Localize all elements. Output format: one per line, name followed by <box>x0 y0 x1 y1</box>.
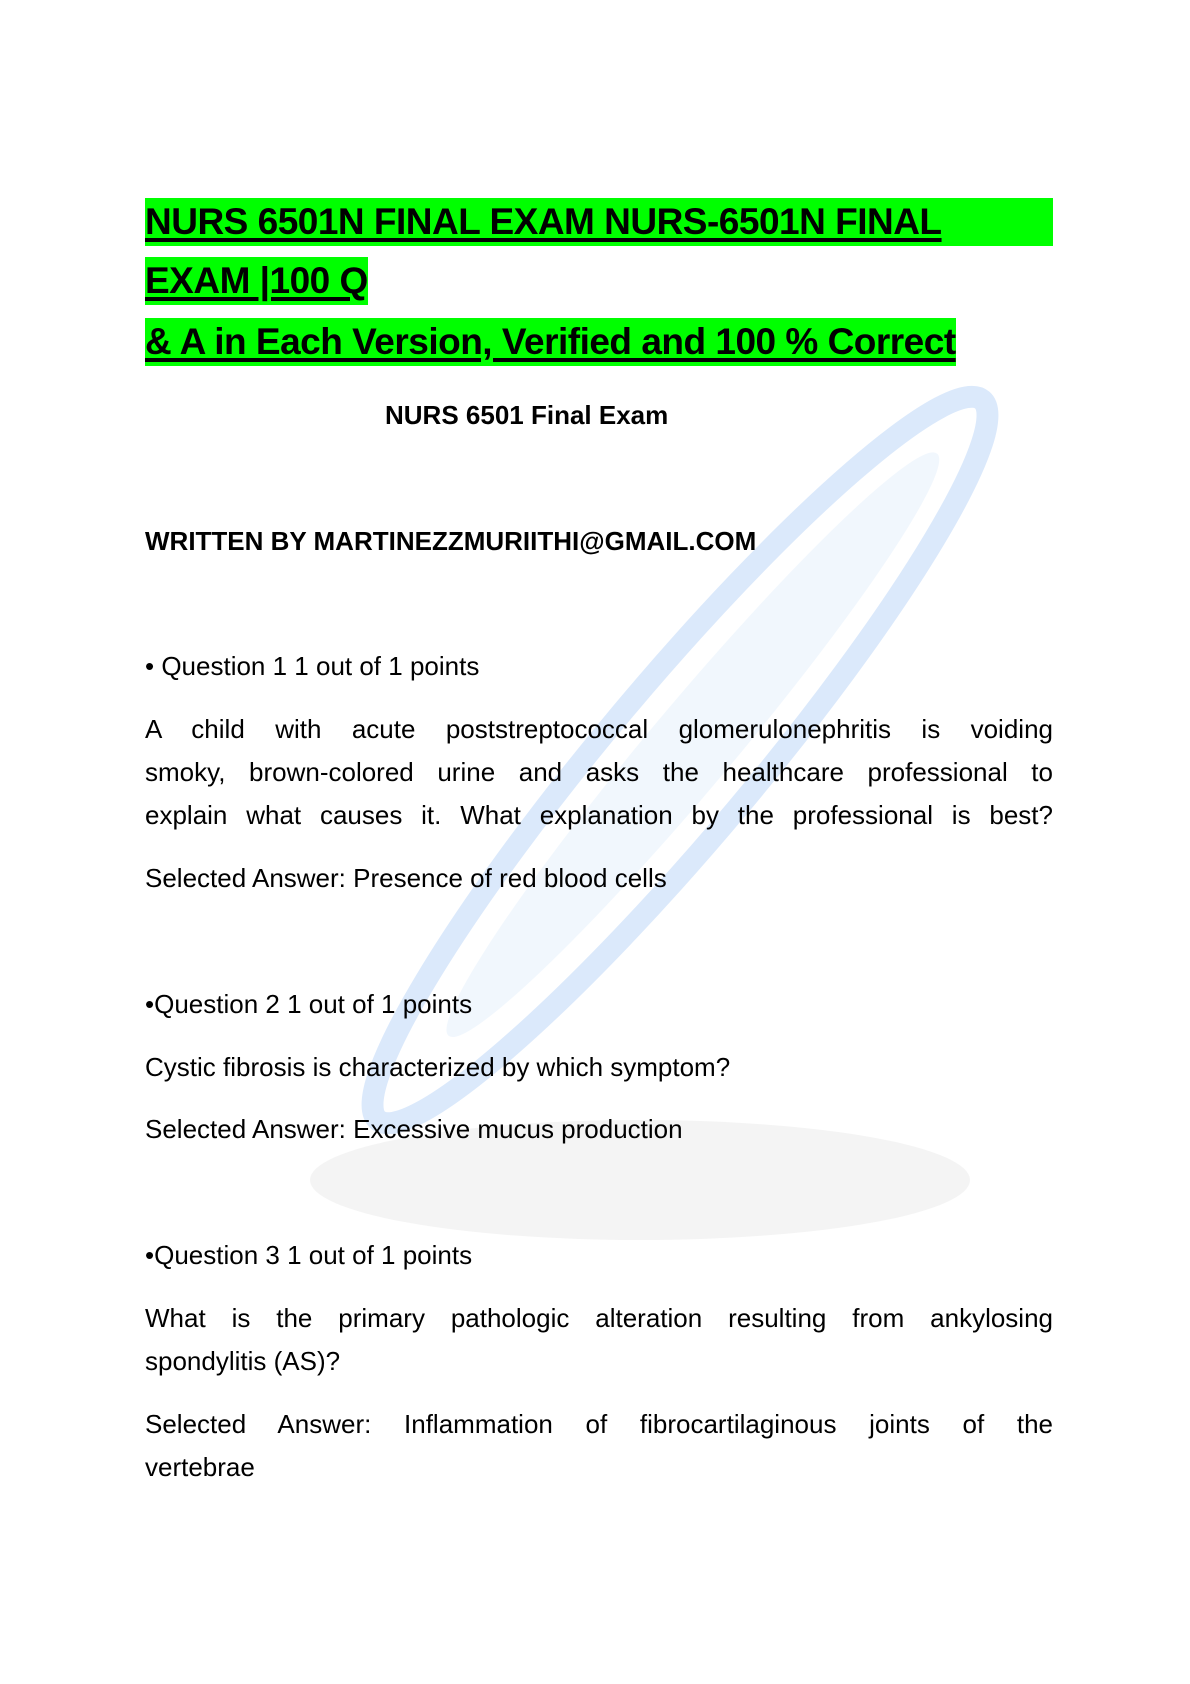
author-line: WRITTEN BY MARTINEZZMURIITHI@GMAIL.COM <box>145 526 757 556</box>
question-1-answer: Selected Answer: Presence of red blood c… <box>145 863 667 893</box>
question-3-answer: vertebrae <box>145 1452 255 1482</box>
title-line-3: & A in Each Version, Verified and 100 % … <box>145 318 956 366</box>
question-1-text: explain what causes it. What explanation… <box>145 800 1053 830</box>
title-line-2: EXAM |100 Q <box>145 257 368 305</box>
question-2-header: •Question 2 1 out of 1 points <box>145 989 473 1019</box>
question-2-answer: Selected Answer: Excessive mucus product… <box>145 1114 683 1144</box>
question-2-text: Cystic fibrosis is characterized by whic… <box>145 1052 731 1082</box>
question-1-header: • Question 1 1 out of 1 points <box>145 651 480 681</box>
question-3-text: spondylitis (AS)? <box>145 1346 341 1376</box>
question-3-header: •Question 3 1 out of 1 points <box>145 1240 473 1270</box>
question-3-answer: Selected Answer: Inflammation of fibroca… <box>145 1409 1053 1439</box>
title-line-1: NURS 6501N FINAL EXAM NURS-6501N FINAL <box>145 198 1053 246</box>
question-3-text: What is the primary pathologic alteratio… <box>145 1303 1053 1333</box>
question-1-text: A child with acute poststreptococcal glo… <box>145 714 1053 744</box>
subtitle: NURS 6501 Final Exam <box>385 400 669 430</box>
question-1-text: smoky, brown-colored urine and asks the … <box>145 757 1053 787</box>
